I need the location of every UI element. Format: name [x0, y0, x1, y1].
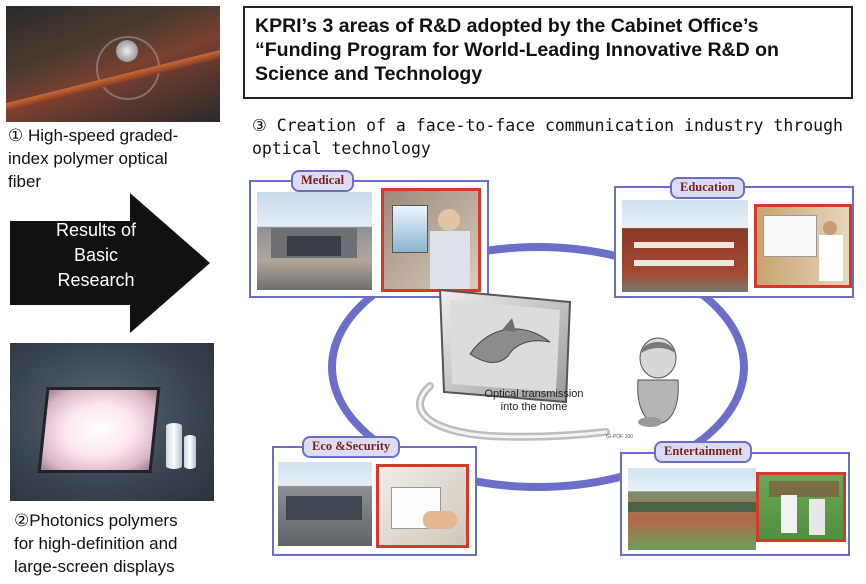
cable-label: GI-POF 100	[606, 434, 633, 440]
medical-tag: Medical	[291, 170, 355, 192]
subtitle-line: ③ Creation of a face-to-face communicati…	[252, 116, 843, 135]
glowing-screen	[37, 387, 161, 473]
display-caption-line: large-screen displays	[14, 557, 175, 576]
tv-dolphin-icon	[438, 288, 572, 404]
entertainment-panel	[620, 452, 850, 556]
stadium-photo	[628, 468, 756, 550]
arrow-label-line: Results of	[55, 220, 137, 240]
communication-ring	[328, 243, 748, 491]
eco-security-tag: Eco &Security	[302, 436, 401, 458]
building-photo	[278, 462, 372, 546]
fiber-caption-line: index polymer optical	[8, 149, 168, 168]
fiber-caption-line: fiber	[8, 172, 42, 191]
baseball-photo	[756, 472, 846, 542]
education-panel	[614, 186, 854, 298]
title-line-1: KPRI’s 3 areas of R&D adopted by the Cab…	[255, 15, 759, 37]
eco-security-panel	[272, 446, 477, 556]
security-device-photo	[376, 464, 469, 548]
doctor-xray-photo	[381, 188, 481, 292]
display-photo	[10, 343, 214, 501]
subtitle-line: optical technology	[252, 139, 431, 158]
fiber-caption-line: ① High-speed graded-	[8, 126, 179, 145]
arrow-label-line: Basic	[73, 245, 118, 265]
fiber-caption: ① High-speed graded- index polymer optic…	[8, 124, 223, 193]
arrow-label: Results of Basic Research	[26, 218, 166, 293]
polymer-rod	[184, 435, 196, 469]
title-box: KPRI’s 3 areas of R&D adopted by the Cab…	[243, 6, 853, 99]
child-viewer-icon	[637, 337, 679, 427]
fiber-photo	[6, 6, 220, 122]
optical-transmission-caption: Optical transmission into the home	[470, 388, 598, 414]
arrow-label-line: Research	[57, 270, 135, 290]
title-line-3: Science and Technology	[255, 63, 483, 85]
center-caption-line: Optical transmission	[484, 388, 584, 400]
display-caption: ②Photonics polymers for high-definition …	[14, 509, 224, 578]
optical-fiber-cable-icon	[416, 382, 610, 441]
face-to-face-subtitle: ③ Creation of a face-to-face communicati…	[252, 114, 852, 160]
education-tag: Education	[670, 177, 745, 199]
display-caption-line: ②Photonics polymers	[14, 511, 178, 530]
results-arrow-icon	[10, 193, 210, 333]
center-caption-line: into the home	[500, 401, 568, 413]
university-photo	[622, 200, 748, 292]
lecture-photo	[754, 204, 852, 288]
medical-panel	[249, 180, 489, 298]
polymer-rod	[166, 423, 182, 469]
hospital-photo	[257, 192, 372, 290]
entertainment-tag: Entertainment	[654, 441, 753, 463]
title-line-2: “Funding Program for World-Leading Innov…	[255, 39, 779, 61]
display-caption-line: for high-definition and	[14, 534, 178, 553]
